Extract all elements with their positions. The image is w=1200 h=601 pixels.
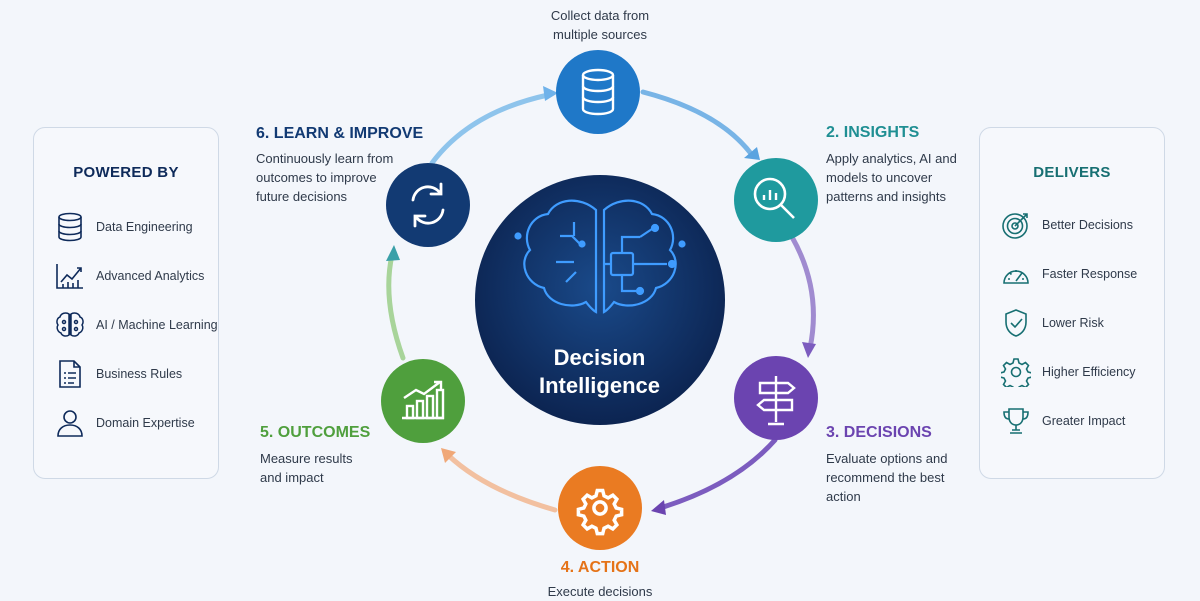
powered-by-item-label: Data Engineering — [96, 220, 193, 234]
delivers-item-lower-risk: Lower Risk — [1000, 306, 1104, 340]
arc-insights-to-decisions — [789, 234, 816, 351]
trophy-icon — [1000, 405, 1032, 437]
database-icon — [581, 68, 615, 116]
growth-chart-icon — [402, 380, 445, 420]
delivers-item-label: Faster Response — [1042, 267, 1138, 281]
arrowhead-insights — [744, 147, 760, 160]
signpost-icon — [756, 376, 796, 426]
delivers-item-higher-efficiency: Higher Efficiency — [1000, 355, 1136, 389]
step-decisions-title: 3. DECISIONS — [826, 424, 932, 441]
center-circle — [475, 175, 725, 425]
arrowhead-learn — [386, 245, 400, 261]
step-outcomes-desc: Measure results and impact — [260, 451, 353, 485]
arrowhead-outcomes — [441, 448, 456, 463]
refresh-icon — [411, 182, 445, 228]
powered-by-item-business-rules: Business Rules — [54, 357, 182, 391]
ai-brain-icon — [54, 309, 86, 341]
powered-by-item-advanced-analytics: Advanced Analytics — [54, 259, 204, 293]
gear-icon — [576, 488, 624, 536]
arrowhead-collect — [543, 86, 558, 101]
magnifier-chart-icon — [753, 177, 795, 219]
arc-outcomes-to-learn — [386, 252, 406, 361]
powered-by-item-label: Business Rules — [96, 367, 183, 381]
delivers-item-label: Lower Risk — [1042, 316, 1104, 330]
arc-decisions-to-action — [657, 437, 778, 511]
shield-check-icon — [1000, 307, 1032, 339]
powered-by-item-label: AI / Machine Learning — [96, 318, 218, 332]
step-learn-circle — [386, 163, 470, 247]
step-collect-desc: Collect data from multiple sources — [550, 8, 650, 42]
arrowhead-action — [651, 500, 666, 515]
powered-by-item-label: Domain Expertise — [96, 416, 195, 430]
gear-icon — [1000, 356, 1032, 388]
center-title: Decision Intelligence — [538, 345, 661, 398]
delivers-item-greater-impact: Greater Impact — [1000, 404, 1125, 438]
powered-by-title: POWERED BY — [73, 164, 179, 181]
step-learn-desc: Continuously learn from outcomes to impr… — [256, 151, 394, 204]
delivers-item-label: Greater Impact — [1042, 414, 1126, 428]
user-icon — [54, 407, 86, 439]
powered-by-item-data-engineering: Data Engineering — [54, 210, 193, 244]
powered-by-item-label: Advanced Analytics — [96, 269, 205, 283]
powered-by-panel: POWERED BY Data Engineering Advanced Ana… — [33, 127, 219, 479]
step-outcomes-title: 5. OUTCOMES — [260, 424, 371, 441]
step-insights-title: 2. INSIGHTS — [826, 124, 920, 141]
database-icon — [54, 211, 86, 243]
circuit-brain-icon — [514, 199, 686, 314]
delivers-item-faster-response: Faster Response — [1000, 257, 1137, 291]
delivers-item-better-decisions: Better Decisions — [1000, 208, 1133, 242]
powered-by-item-ai-ml: AI / Machine Learning — [54, 308, 218, 342]
powered-by-item-domain-expertise: Domain Expertise — [54, 406, 195, 440]
step-action-title: 4. ACTION — [560, 559, 640, 576]
delivers-item-label: Better Decisions — [1042, 218, 1134, 232]
delivers-item-label: Higher Efficiency — [1042, 365, 1136, 379]
step-action-circle — [558, 466, 642, 550]
step-insights-desc: Apply analytics, AI and models to uncove… — [826, 151, 957, 204]
step-learn-title: 6. LEARN & IMPROVE — [256, 125, 424, 142]
document-list-icon — [54, 358, 86, 390]
target-icon — [1000, 209, 1032, 241]
arc-collect-to-insights — [640, 89, 755, 158]
delivers-title: DELIVERS — [1033, 164, 1111, 181]
analytics-chart-icon — [54, 260, 86, 292]
step-decisions-desc: Evaluate options and recommend the best … — [826, 451, 948, 504]
arc-learn-to-collect — [429, 92, 551, 166]
arc-action-to-outcomes — [445, 452, 558, 513]
step-action-desc: Execute decisions — [547, 584, 653, 599]
speedometer-icon — [1000, 258, 1032, 290]
arrowhead-decisions — [802, 342, 816, 358]
delivers-panel: DELIVERS Better Decisions Faster Respons… — [979, 127, 1165, 479]
